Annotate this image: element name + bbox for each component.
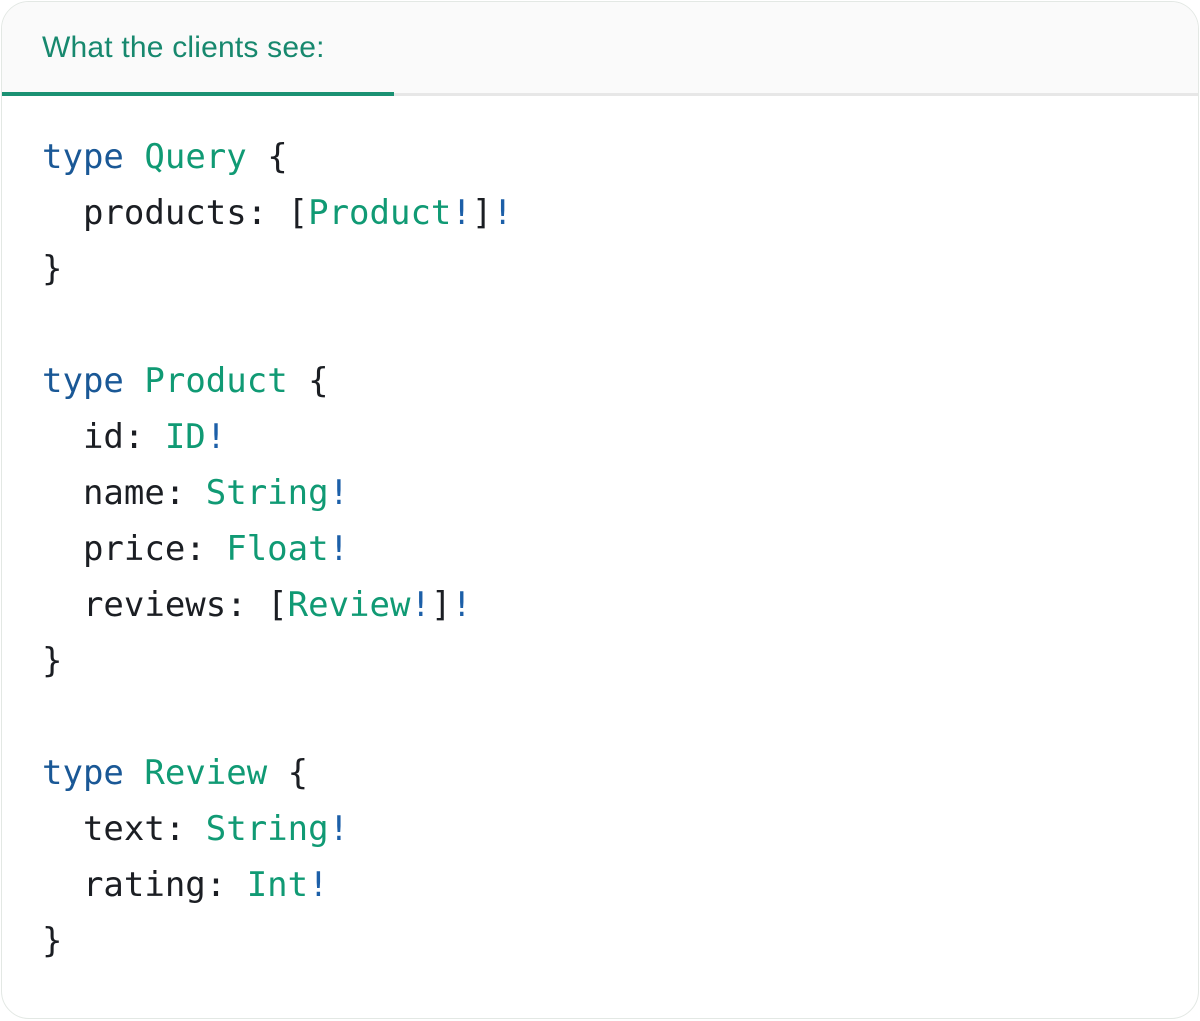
code-token: Product xyxy=(144,361,288,401)
code-token xyxy=(124,137,144,177)
code-token: Query xyxy=(144,137,247,177)
code-line: reviews: [Review!]! xyxy=(42,577,1158,633)
code-token: ! xyxy=(492,193,513,233)
code-token: name: xyxy=(42,473,206,513)
code-line: type Query { xyxy=(42,129,1158,185)
code-token: type xyxy=(42,361,124,401)
code-token: { xyxy=(287,361,329,401)
code-token: ! xyxy=(328,529,350,569)
code-line xyxy=(42,689,1158,745)
code-token: rating: xyxy=(42,865,247,905)
code-token: ! xyxy=(308,865,329,905)
code-token: ! xyxy=(451,193,472,233)
code-line xyxy=(42,297,1158,353)
code-token: type xyxy=(42,137,124,177)
card-header: What the clients see: xyxy=(2,2,1198,96)
code-token: ! xyxy=(328,809,350,849)
code-line: type Product { xyxy=(42,353,1158,409)
code-line: price: Float! xyxy=(42,521,1158,577)
code-token: ! xyxy=(205,417,227,457)
code-token: ID xyxy=(164,417,206,457)
code-line: rating: Int! xyxy=(42,857,1158,913)
code-line: type Review { xyxy=(42,745,1158,801)
code-token: products: [ xyxy=(42,193,309,233)
code-token: ] xyxy=(471,193,493,233)
code-token: Review xyxy=(144,753,268,793)
code-token: text: xyxy=(42,809,206,849)
code-token: reviews: [ xyxy=(42,585,288,625)
code-token: String xyxy=(205,809,329,849)
code-token: ! xyxy=(410,585,431,625)
code-token: } xyxy=(42,921,63,961)
code-token: price: xyxy=(42,529,227,569)
code-token: id: xyxy=(42,417,165,457)
code-token: Product xyxy=(308,193,452,233)
tab-label: What the clients see: xyxy=(42,30,325,64)
code-token: ] xyxy=(430,585,452,625)
code-line: id: ID! xyxy=(42,409,1158,465)
code-token: { xyxy=(267,753,309,793)
code-token: Float xyxy=(226,529,329,569)
active-tab-underline xyxy=(2,92,394,96)
code-line: text: String! xyxy=(42,801,1158,857)
code-token: String xyxy=(205,473,329,513)
code-token: } xyxy=(42,249,63,289)
code-token: type xyxy=(42,753,124,793)
code-line: products: [Product!]! xyxy=(42,185,1158,241)
code-token: } xyxy=(42,641,63,681)
tab-what-clients-see[interactable]: What the clients see: xyxy=(2,2,394,96)
code-line: name: String! xyxy=(42,465,1158,521)
code-token: Review xyxy=(287,585,411,625)
code-line: } xyxy=(42,633,1158,689)
code-line: } xyxy=(42,241,1158,297)
code-token xyxy=(124,361,144,401)
code-token xyxy=(124,753,144,793)
code-line: } xyxy=(42,913,1158,969)
code-token: ! xyxy=(451,585,472,625)
code-token: Int xyxy=(246,865,309,905)
code-block: type Query { products: [Product!]!}type … xyxy=(2,96,1198,969)
code-token: { xyxy=(246,137,288,177)
code-token: ! xyxy=(328,473,350,513)
